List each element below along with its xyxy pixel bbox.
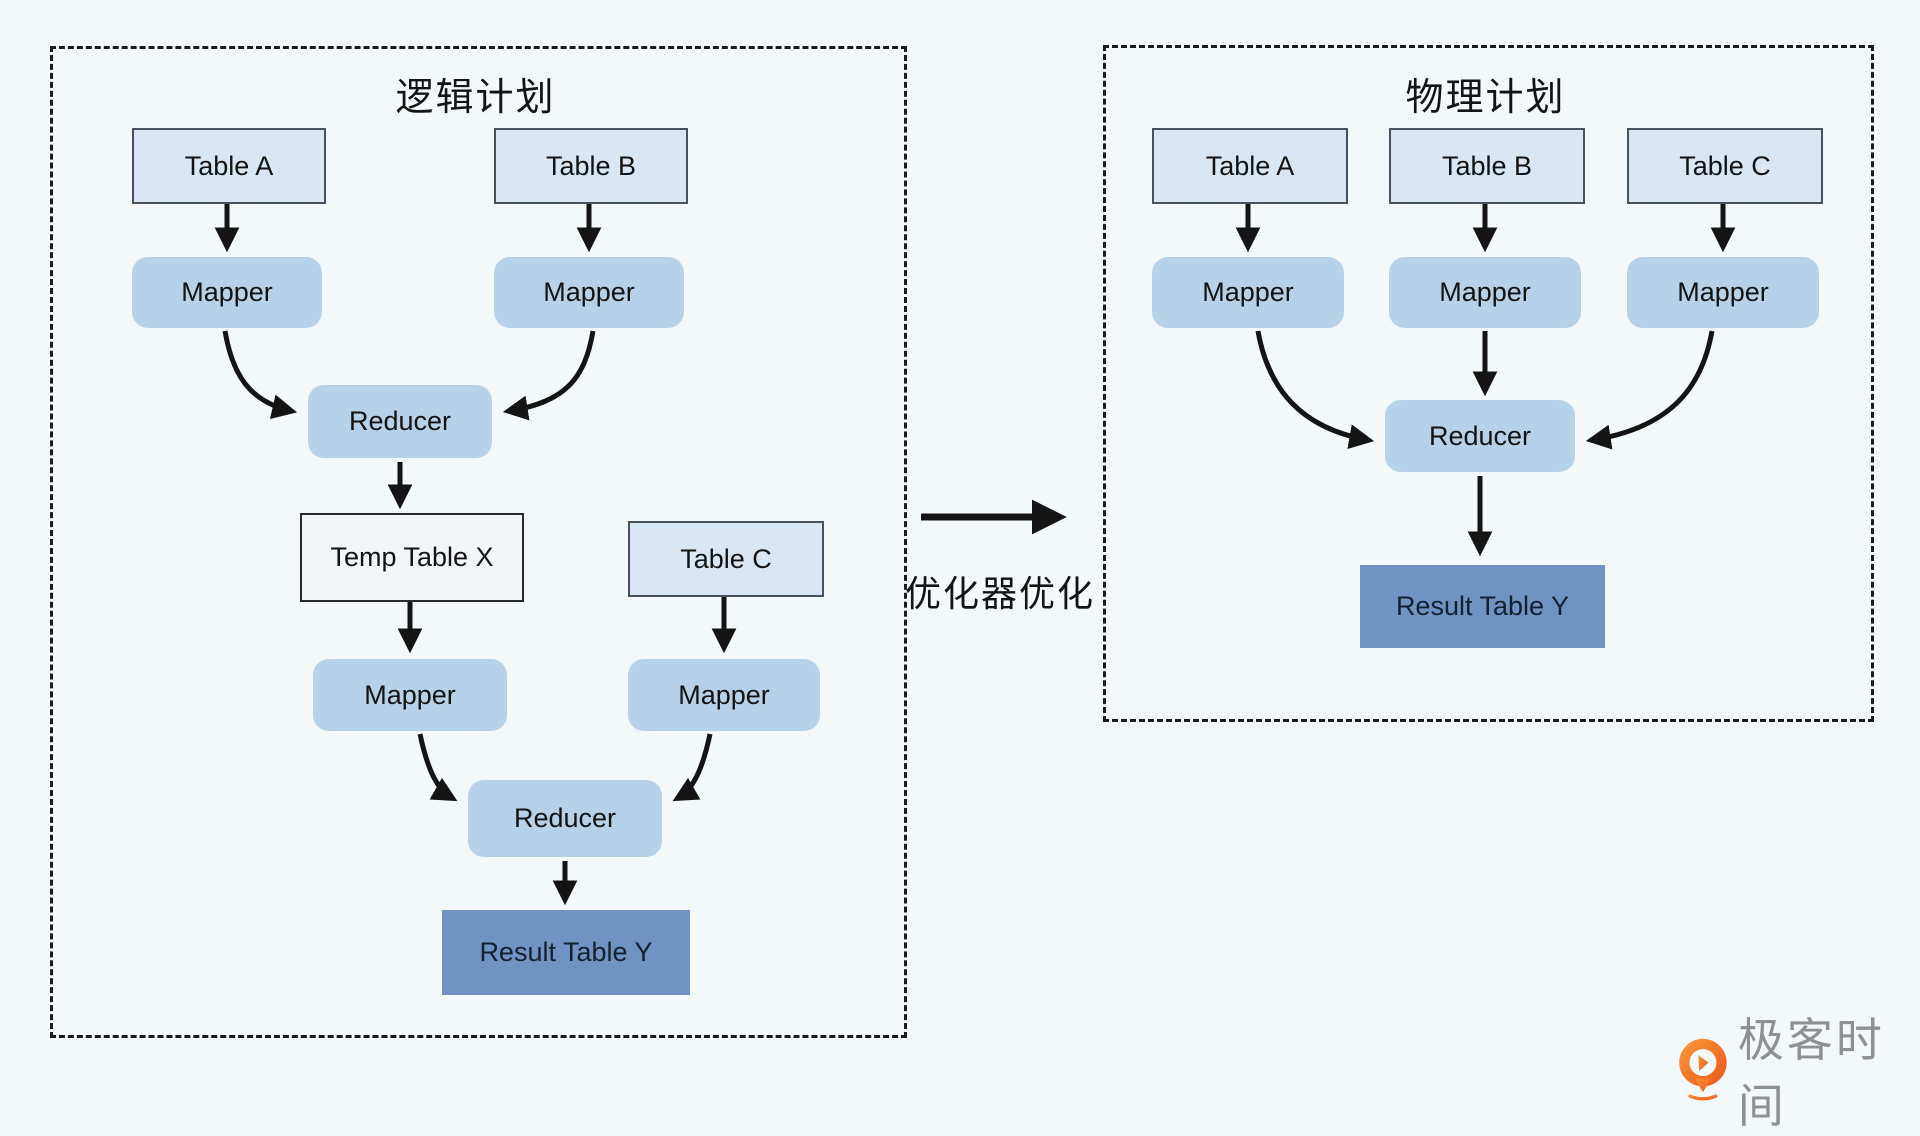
logical-reducer-1: Reducer	[308, 385, 492, 458]
arrow-l-mapper-b-to-reducer1	[502, 330, 596, 421]
geektime-logo-icon	[1679, 1038, 1727, 1101]
logical-plan-title: 逻辑计划	[395, 77, 556, 119]
physical-mapper-a: Mapper	[1152, 257, 1344, 328]
physical-mapper-c: Mapper	[1627, 257, 1819, 328]
brand-name: 极客时间	[1737, 1014, 1885, 1132]
physical-mapper-b: Mapper	[1389, 257, 1581, 328]
logical-mapper-b: Mapper	[494, 257, 684, 328]
arrow-l-mapper-x-to-reducer2	[417, 733, 458, 802]
logical-table-c: Table C	[628, 521, 824, 597]
physical-table-c: Table C	[1627, 128, 1823, 204]
logical-table-b: Table B	[494, 128, 688, 204]
physical-plan-panel	[1103, 45, 1874, 722]
logical-plan-panel	[50, 46, 907, 1038]
logical-temp-table-x: Temp Table X	[300, 513, 524, 602]
physical-plan-title: 物理计划	[1405, 77, 1566, 119]
logical-table-a: Table A	[132, 128, 326, 204]
logical-result-table-y: Result Table Y	[442, 910, 690, 995]
physical-table-a: Table A	[1152, 128, 1348, 204]
optimizer-label: 优化器优化	[904, 573, 1095, 614]
logical-reducer-2: Reducer	[468, 780, 662, 857]
physical-result-table-y: Result Table Y	[1360, 565, 1605, 648]
logical-mapper-c: Mapper	[628, 659, 820, 731]
brand-logo: 极客时间	[1676, 1004, 1920, 1136]
arrow-r-mapper-c-to-reducer	[1585, 330, 1715, 450]
physical-reducer: Reducer	[1385, 400, 1575, 472]
logical-mapper-x: Mapper	[313, 659, 507, 731]
arrow-r-mapper-a-to-reducer	[1255, 330, 1375, 450]
arrow-l-mapper-c-to-reducer2	[672, 733, 713, 802]
logical-mapper-a: Mapper	[132, 257, 322, 328]
arrow-l-mapper-a-to-reducer1	[222, 330, 298, 419]
physical-table-b: Table B	[1389, 128, 1585, 204]
arrows-layer	[214, 204, 1736, 906]
